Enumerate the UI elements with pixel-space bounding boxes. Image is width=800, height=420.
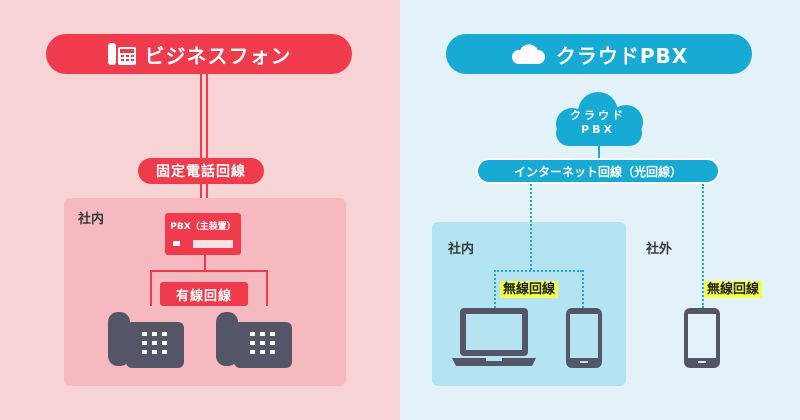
cloud-icon [510, 42, 546, 66]
wired-connector-right [266, 270, 268, 306]
business-phone-title: ビジネスフォン [46, 34, 352, 74]
laptop-icon [452, 308, 536, 372]
cloud-pbx-panel: クラウドPBX クラウド PBX インターネット回線（光回線） 社内 無線回線 [400, 0, 800, 420]
cloud-pbx-icon [542, 90, 654, 152]
fixed-phone-line-label: 固定電話回線 [138, 158, 264, 184]
line-connector-a [200, 74, 202, 160]
wired-line-label: 有線回線 [160, 282, 248, 306]
outside-wireless-label: 無線回線 [704, 281, 763, 298]
wireless-connector-phone [582, 270, 584, 308]
wired-connector-main [204, 255, 206, 271]
cloud-pbx-label-line1: クラウド [570, 109, 626, 122]
cloud-pbx-title: クラウドPBX [446, 34, 752, 74]
phone-fax-icon [107, 41, 137, 67]
smartphone-icon [684, 308, 720, 372]
internet-line-label: インターネット回線（光回線） [476, 158, 720, 184]
cloud-connector [598, 146, 600, 160]
wireless-connector-laptop [494, 270, 496, 308]
wireless-connector-outside [702, 184, 704, 308]
business-phone-panel: ビジネスフォン 固定電話回線 社内 PBX（主装置） 有線回線 [0, 0, 400, 420]
cloud-pbx-title-text: クラウドPBX [555, 43, 689, 68]
pbx-device: PBX（主装置） [165, 213, 241, 255]
office-label: 社内 [78, 212, 105, 227]
desk-phone-icon [108, 312, 186, 372]
desk-phone-icon [216, 312, 294, 372]
inside-wireless-label: 無線回線 [500, 281, 559, 298]
pbx-indicator [173, 241, 180, 246]
line-connector-b [206, 74, 208, 160]
wired-connector-left [150, 270, 152, 306]
cloud-pbx-label-line2: PBX [581, 123, 615, 136]
business-phone-title-text: ビジネスフォン [144, 43, 292, 68]
outside-label: 社外 [646, 242, 673, 257]
wireless-connector-office [530, 184, 532, 270]
office-label: 社内 [448, 242, 475, 257]
wired-connector-horizontal [150, 270, 268, 272]
pbx-device-label: PBX（主装置） [170, 222, 236, 232]
wireless-connector-horizontal [494, 270, 582, 272]
pbx-display [193, 240, 233, 248]
smartphone-icon [566, 308, 602, 372]
